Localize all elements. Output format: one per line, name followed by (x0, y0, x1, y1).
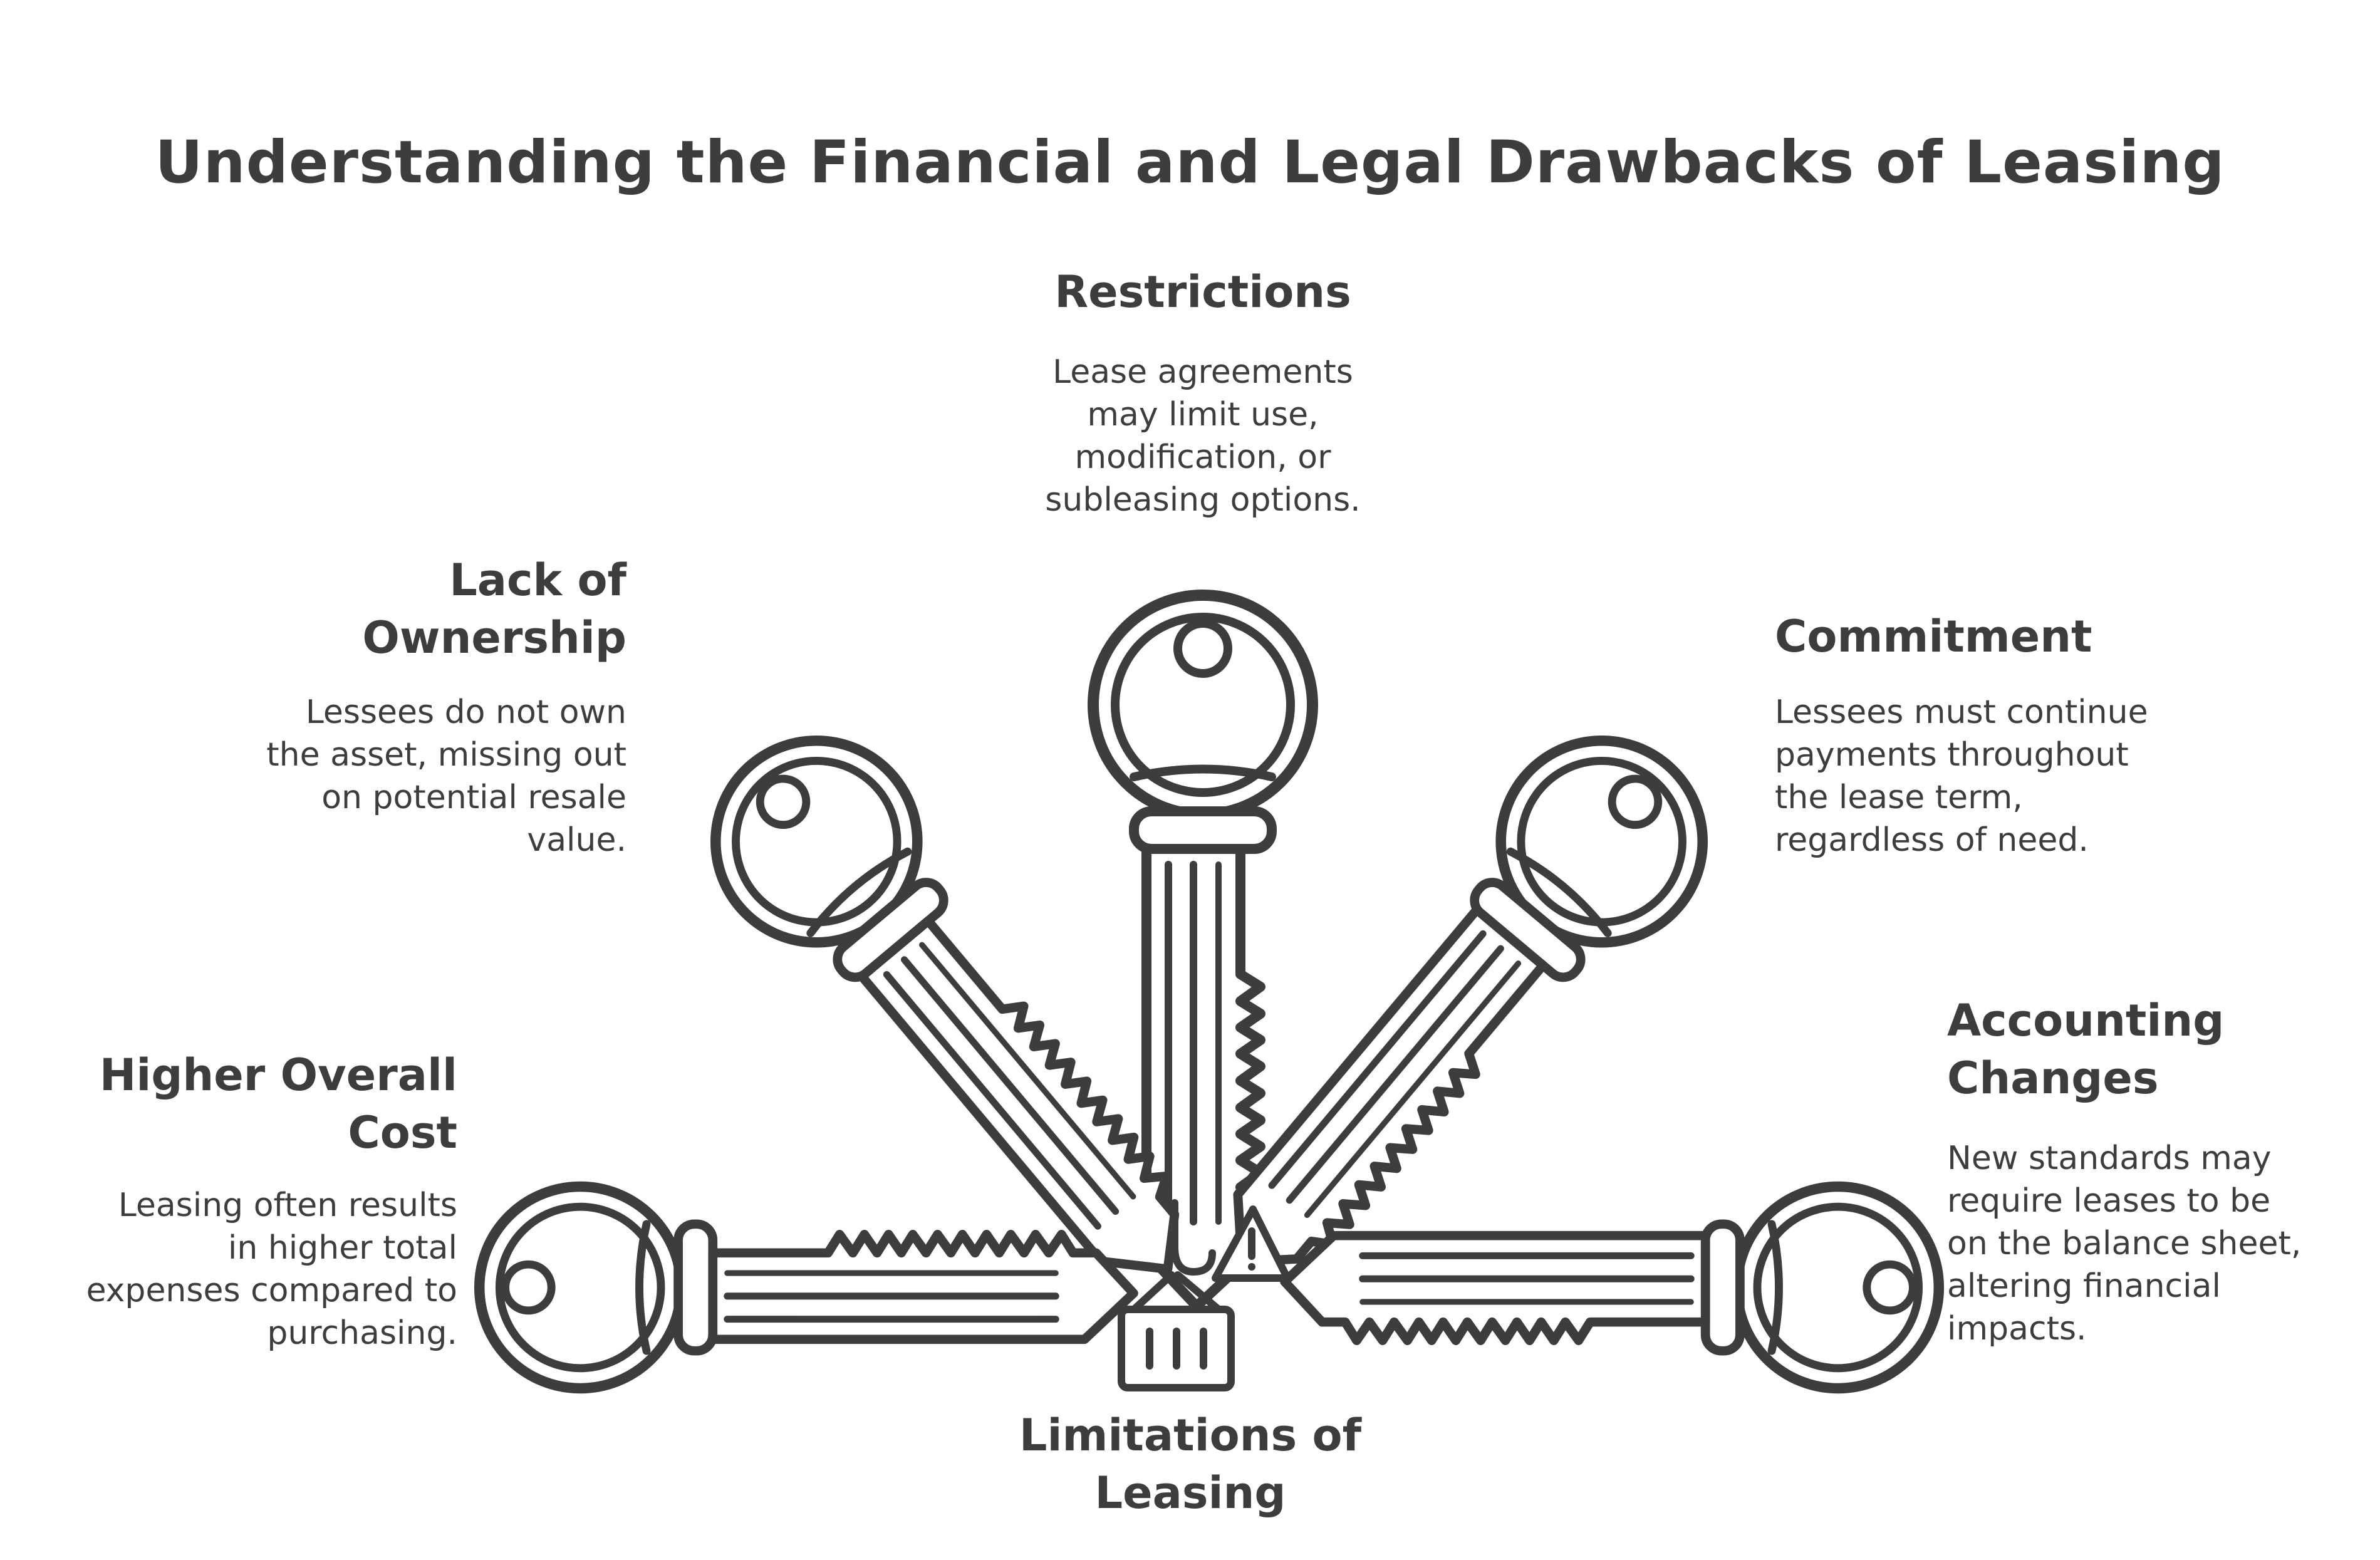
cost-text-line: expenses compared to (86, 1272, 457, 1309)
commitment-text: Lessees must continue payments throughou… (1775, 691, 2263, 861)
commitment-text-line: regardless of need. (1775, 821, 2089, 859)
ownership-text-line: Lessees do not own (305, 694, 626, 731)
accounting-text-line: impacts. (1947, 1310, 2087, 1348)
ownership-heading-line: Ownership (362, 612, 626, 663)
center-label-line: Limitations of (1019, 1410, 1362, 1461)
cost-text-line: purchasing. (267, 1314, 457, 1352)
restrictions-text-line: modification, or (1074, 439, 1331, 476)
key-icon (1285, 1187, 1939, 1388)
commitment-text-line: payments throughout (1775, 736, 2129, 774)
ownership-text-line: value. (527, 821, 626, 859)
accounting-heading-line: Accounting (1947, 995, 2225, 1046)
page-title: Understanding the Financial and Legal Dr… (155, 128, 2225, 197)
ownership-text-line: the asset, missing out (266, 736, 626, 774)
key-icon (479, 1187, 1133, 1388)
center-label-line: Leasing (1094, 1467, 1286, 1519)
cost-heading: Higher Overall Cost (38, 1046, 457, 1162)
restrictions-text-line: may limit use, (1087, 396, 1319, 434)
accounting-text: New standards may require leases to be o… (1947, 1137, 2373, 1350)
cost-heading-line: Cost (348, 1107, 457, 1158)
crate-icon (1118, 1306, 1235, 1391)
restrictions-text: Lease agreements may limit use, modifica… (965, 351, 1441, 521)
ownership-heading-line: Lack of (449, 554, 626, 606)
warning-icon (1212, 1205, 1291, 1282)
commitment-text-line: the lease term, (1775, 779, 2023, 816)
ownership-text-line: on potential resale (321, 779, 626, 816)
restrictions-heading: Restrictions (1054, 266, 1351, 318)
restrictions-text-line: subleasing options. (1045, 481, 1361, 519)
ownership-heading: Lack of Ownership (188, 551, 626, 667)
accounting-text-line: require leases to be (1947, 1182, 2271, 1220)
accounting-text-line: altering financial (1947, 1267, 2221, 1305)
commitment-text-line: Lessees must continue (1775, 694, 2148, 731)
restrictions-text-line: Lease agreements (1052, 353, 1353, 391)
cost-text-line: Leasing often results (118, 1187, 457, 1224)
cost-text: Leasing often results in higher total ex… (25, 1184, 457, 1355)
commitment-heading: Commitment (1775, 611, 2092, 662)
accounting-text-line: on the balance sheet, (1947, 1225, 2302, 1262)
center-label: Limitations of Leasing (940, 1407, 1441, 1522)
accounting-heading-line: Changes (1947, 1053, 2159, 1104)
ownership-text: Lessees do not own the asset, missing ou… (157, 691, 626, 861)
accounting-text-line: New standards may (1947, 1140, 2272, 1177)
cost-heading-line: Higher Overall (99, 1049, 457, 1101)
accounting-heading: Accounting Changes (1947, 992, 2348, 1107)
cost-text-line: in higher total (227, 1229, 457, 1267)
hook-icon (1130, 1199, 1222, 1313)
